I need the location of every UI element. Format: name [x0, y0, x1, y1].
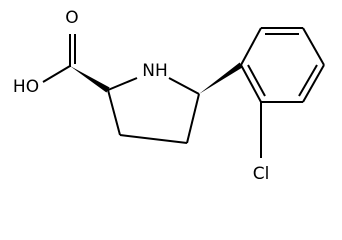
molecule-structure: O HO NH Cl — [13, 8, 325, 184]
chlorine-label: Cl — [253, 164, 270, 184]
bond-ar6-ar1 — [240, 64, 262, 103]
nitrogen-label: NH — [142, 61, 168, 81]
hydroxyl-label: HO — [13, 77, 39, 97]
bond-c-oh — [42, 65, 71, 83]
bond-c4-c3 — [119, 134, 188, 144]
bond-ar3-ar4 — [302, 27, 325, 66]
bond-n1-c5 — [168, 77, 200, 95]
oxygen-carbonyl-label: O — [65, 8, 78, 28]
bond-c3-c2 — [107, 89, 121, 136]
bond-ar4-ar5-inner — [298, 64, 318, 97]
bond-ar1-ar2 — [240, 27, 262, 66]
bond-c5-c4 — [186, 93, 200, 144]
bond-c2-n1 — [107, 77, 138, 91]
bond-ar6-ar1-inner — [247, 64, 266, 97]
bond-ar4-ar5 — [302, 64, 325, 103]
wedge-bond-c2-carboxyl — [70, 66, 110, 93]
wedge-bond-c5-aryl — [199, 62, 243, 94]
